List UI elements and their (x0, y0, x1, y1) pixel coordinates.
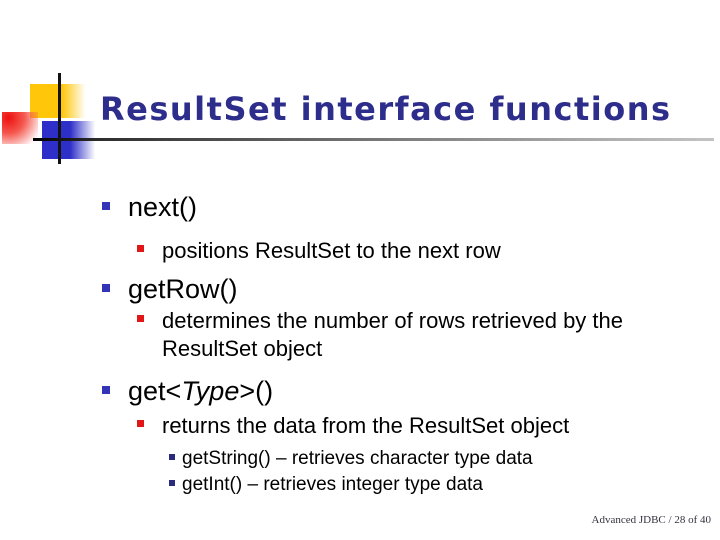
bullet-text: determines the number of rows retrieved … (162, 308, 624, 361)
slide-title: ResultSet interface functions (100, 90, 672, 128)
bullet-text-italic: Type (181, 376, 240, 406)
square-bullet-icon (137, 420, 144, 427)
bullet-item-getrow: getRow() (102, 274, 238, 304)
bullet-item-getint: getInt() – retrieves integer type data (169, 473, 483, 497)
decoration-vertical-line (58, 73, 61, 164)
bullet-text: getInt() – retrieves integer type data (182, 474, 483, 495)
bullet-item-next: next() (102, 192, 198, 222)
square-bullet-icon (137, 315, 144, 322)
slide-footer-page-indicator: Advanced JDBC / 28 of 40 (591, 514, 711, 526)
bullet-text-pre: get< (128, 376, 182, 406)
bullet-text: positions ResultSet to the next row (162, 238, 501, 263)
bullet-item-getstring: getString() – retrieves character type d… (169, 447, 533, 471)
title-underline-rule (33, 138, 714, 141)
square-bullet-icon (169, 454, 175, 460)
bullet-item-positions: positions ResultSet to the next row (137, 237, 667, 265)
bullet-text: next() (128, 192, 198, 222)
bullet-text: getString() – retrieves character type d… (182, 448, 533, 469)
square-bullet-icon (102, 386, 110, 394)
bullet-text: getRow() (128, 274, 238, 304)
decoration-red-square (2, 112, 38, 144)
bullet-text: returns the data from the ResultSet obje… (162, 413, 570, 438)
square-bullet-icon (102, 284, 110, 292)
bullet-text-post: >() (239, 376, 274, 406)
bullet-item-gettype: get<Type>() (102, 376, 274, 406)
bullet-item-determines: determines the number of rows retrieved … (137, 307, 667, 363)
square-bullet-icon (137, 245, 144, 252)
bullet-item-returns: returns the data from the ResultSet obje… (137, 412, 667, 440)
square-bullet-icon (169, 480, 175, 486)
square-bullet-icon (102, 202, 110, 210)
